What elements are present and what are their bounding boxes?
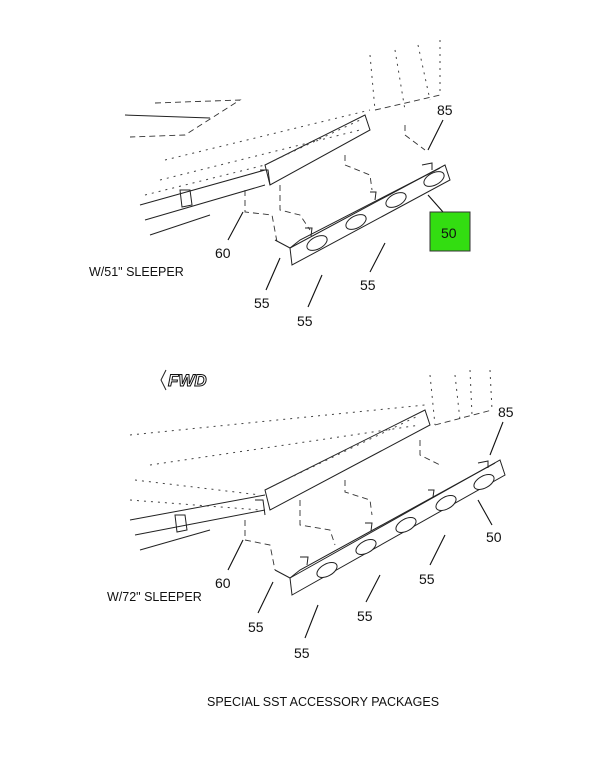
- light-bar-lamps: [316, 474, 495, 578]
- callout-55: 55: [360, 277, 376, 293]
- callout-50-highlight[interactable]: [429, 211, 471, 252]
- callout-55: 55: [357, 608, 373, 624]
- light-bar-lamps: [306, 171, 445, 251]
- view-72-sleeper: 85 50 60 55 55 55 55 W/72" SLEEPER: [107, 369, 514, 661]
- view-label: W/51" SLEEPER: [89, 265, 184, 279]
- forward-marker: FWD: [160, 369, 207, 391]
- callout-60: 60: [215, 245, 231, 261]
- callout-60: 60: [215, 575, 231, 591]
- callout-85: 85: [437, 102, 453, 118]
- callout-55: 55: [248, 619, 264, 635]
- callout-55: 55: [254, 295, 270, 311]
- callout-50: 50: [486, 529, 502, 545]
- callout-50[interactable]: 50: [441, 225, 457, 241]
- view-51-sleeper: 85 50 60 55 55 55 W/51" SLEEPER: [89, 40, 471, 329]
- callout-55: 55: [297, 313, 313, 329]
- view-label: W/72" SLEEPER: [107, 590, 202, 604]
- callout-55: 55: [294, 645, 310, 661]
- fwd-label: FWD: [168, 371, 207, 390]
- diagram-title: SPECIAL SST ACCESSORY PACKAGES: [207, 695, 439, 709]
- callout-55: 55: [419, 571, 435, 587]
- callout-85: 85: [498, 404, 514, 420]
